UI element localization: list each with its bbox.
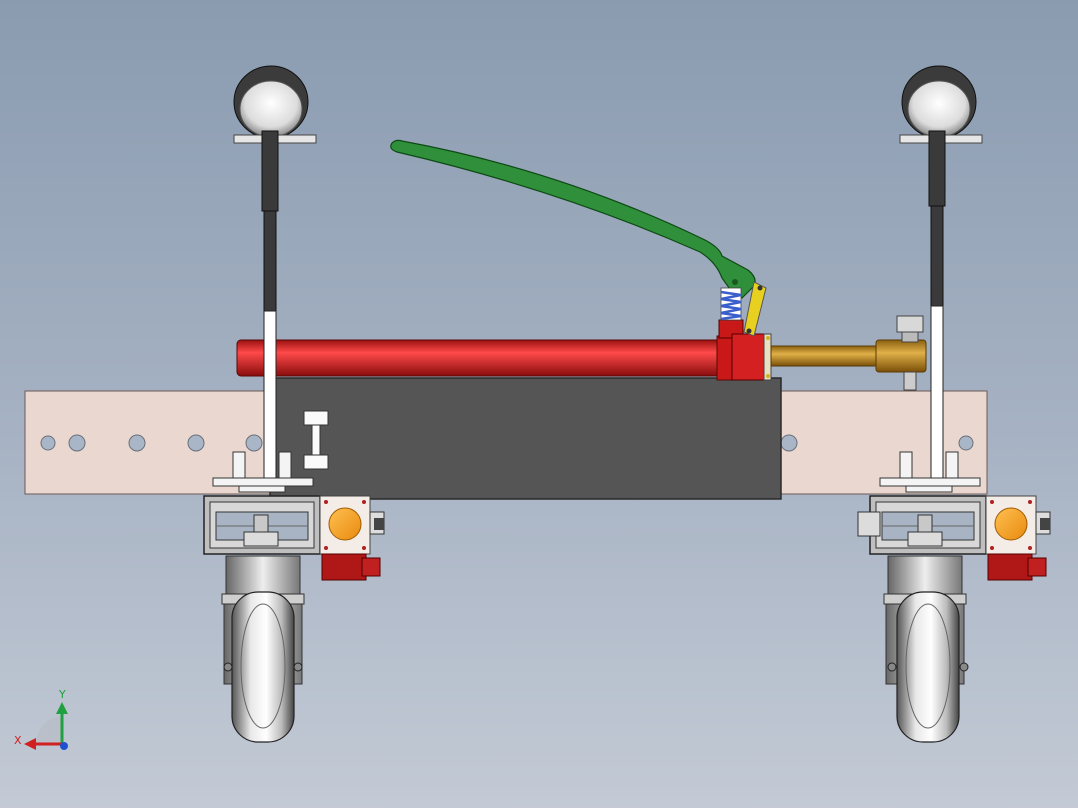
rail-hole [187,434,205,452]
lift-arm-right [928,130,946,492]
piston-rod [770,339,927,373]
yellow-link [743,281,767,337]
arm-clamp-right [879,451,981,493]
rail-hole [40,435,56,451]
jack-body [269,377,782,500]
release-knob [303,410,329,470]
pump-handle[interactable] [390,139,756,299]
red-block-left [321,553,381,581]
arm-clamp-left [212,451,314,493]
caster-wheel-right [883,555,969,743]
rail-hole [958,435,974,451]
orange-fitting-right [985,495,1051,555]
lift-arm-left [261,130,279,492]
triad-plane [35,716,62,744]
z-axis-dot [60,742,68,750]
coordinate-triad[interactable]: Y X [14,688,68,750]
handle-pivot [732,279,738,285]
caster-bracket-left [203,495,321,555]
caster-bracket-right [857,495,987,555]
adjust-bolt [896,315,924,391]
y-axis-label: Y [58,688,66,701]
hydraulic-cylinder [236,339,738,377]
x-axis-head [24,738,36,750]
orange-fitting-left [319,495,385,555]
rail-hole [128,434,146,452]
return-spring [720,287,742,321]
rail-holes [40,434,974,452]
red-block-right [987,553,1047,581]
pump-block [718,319,772,381]
x-axis-label: X [14,734,22,747]
rail-hole [780,434,798,452]
y-axis-head [56,702,68,714]
rail-hole [245,434,263,452]
rail-hole [68,434,86,452]
caster-wheel-left [221,555,305,743]
